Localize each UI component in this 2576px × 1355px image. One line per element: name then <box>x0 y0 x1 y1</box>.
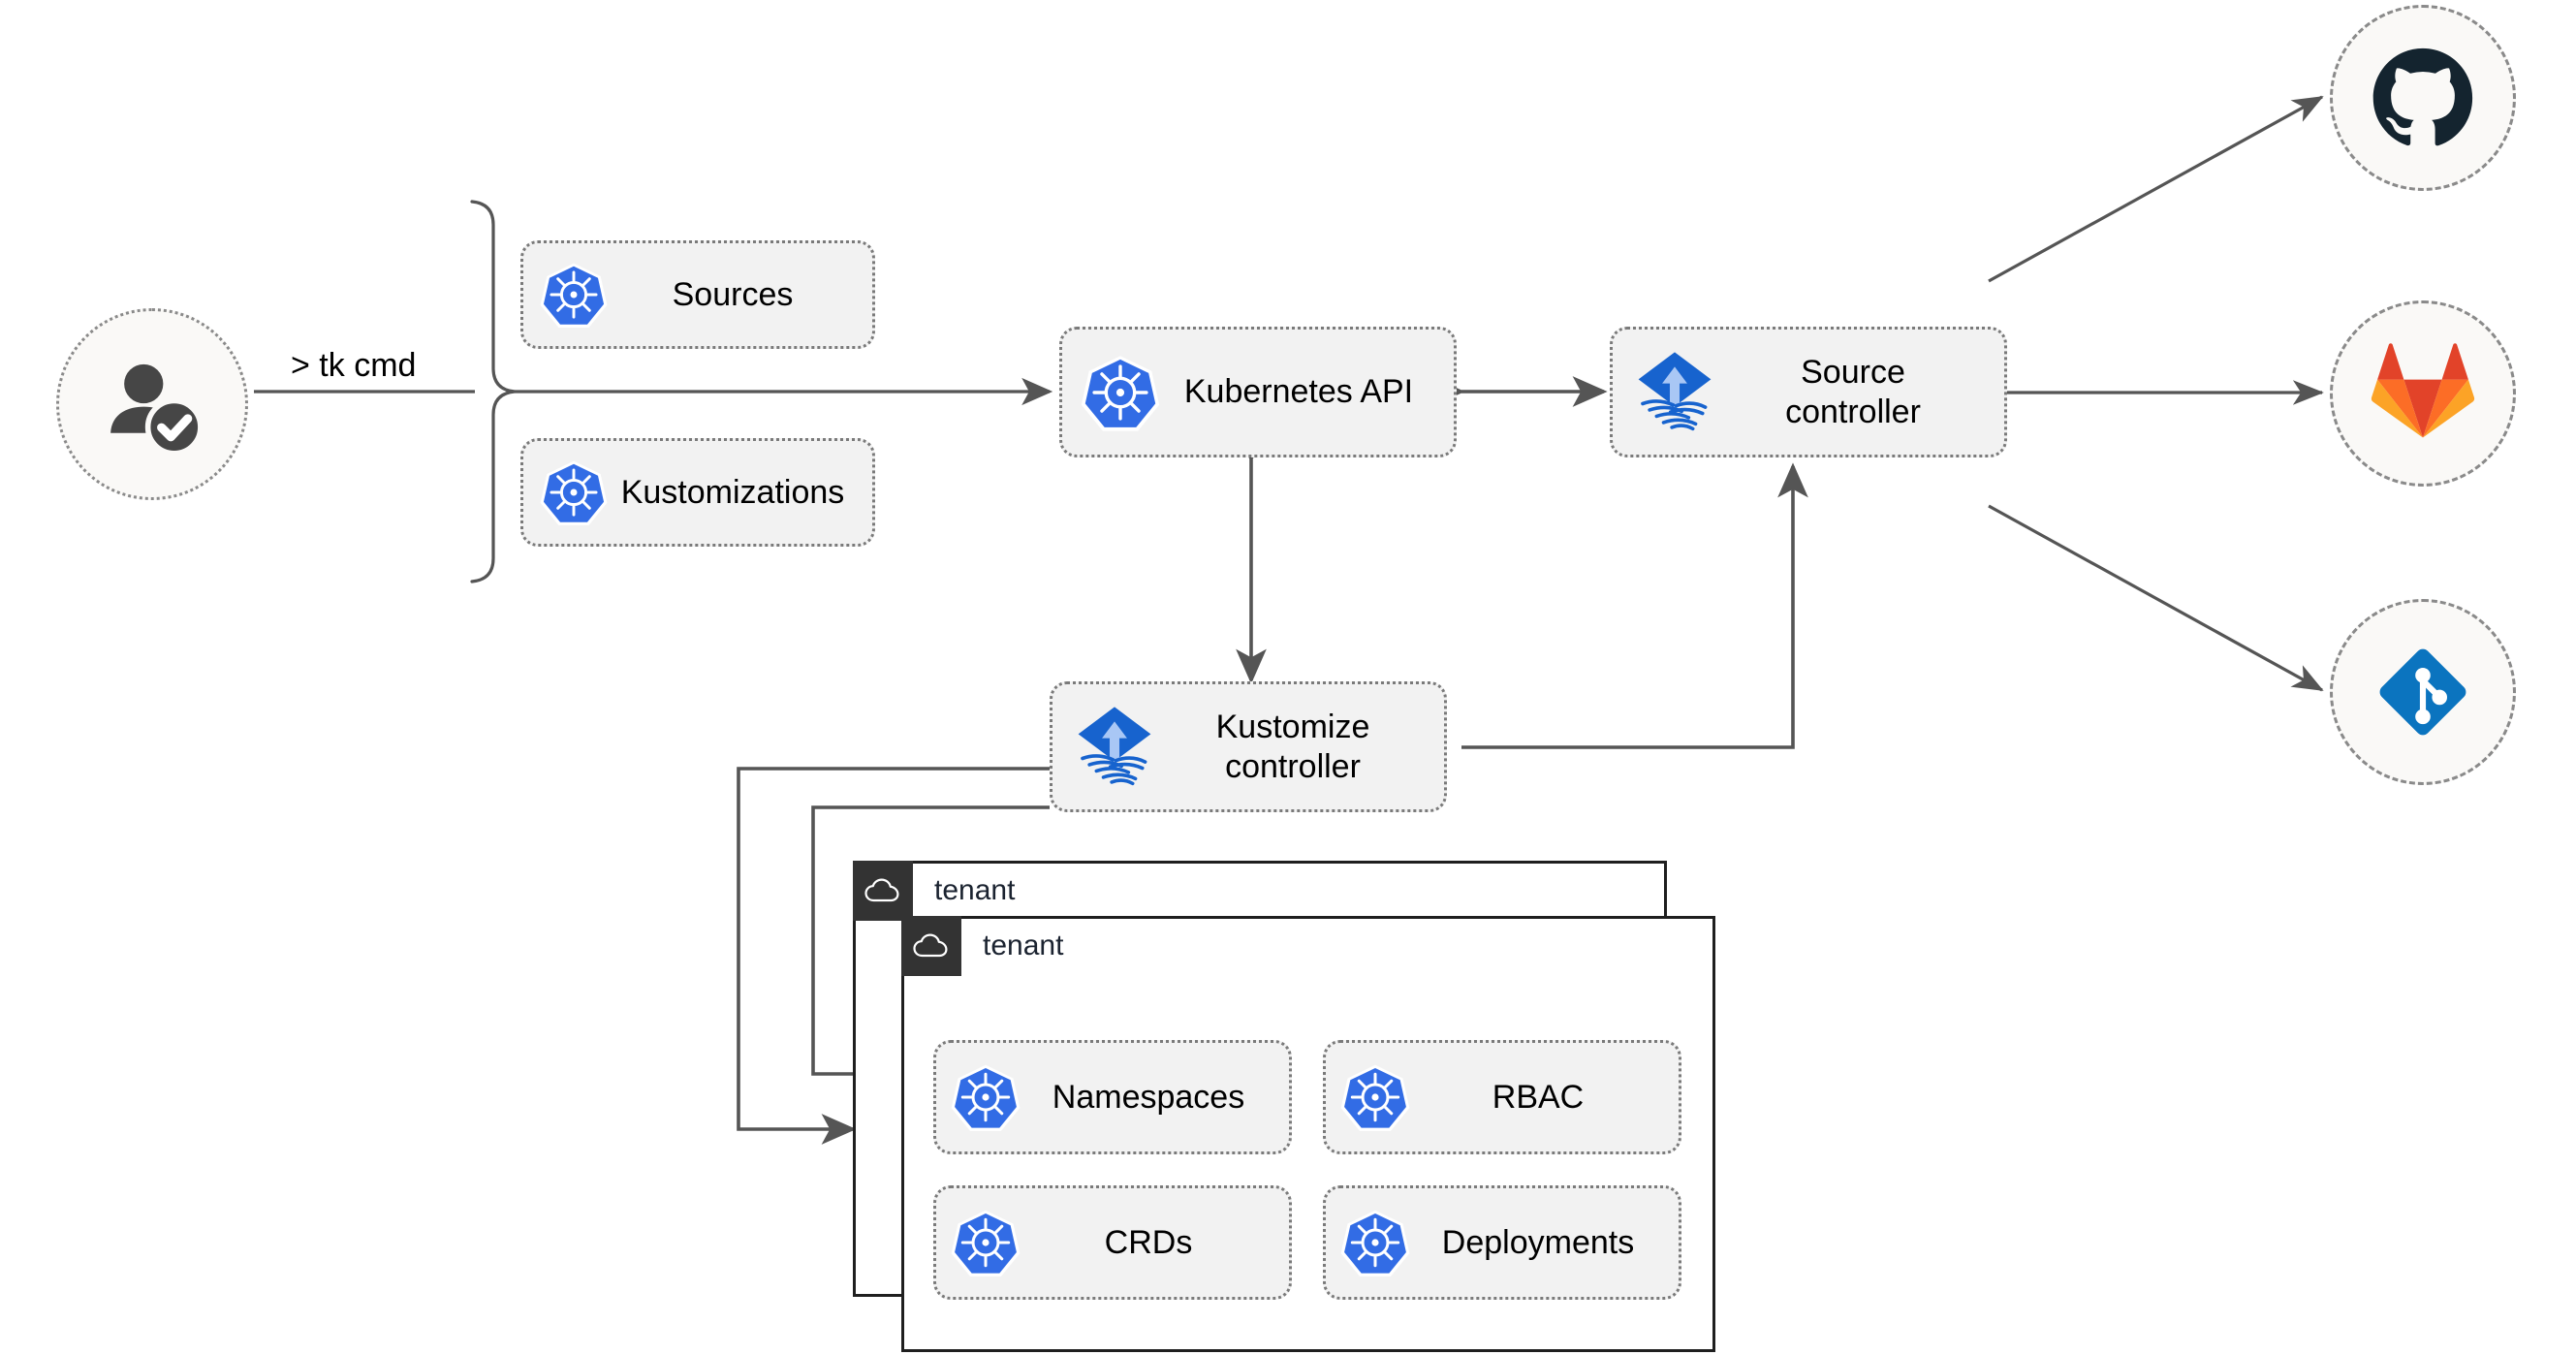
source-controller-node[interactable]: Source controller <box>1610 327 2007 457</box>
provider-azure-devops[interactable] <box>2330 599 2516 785</box>
kubernetes-icon <box>950 1061 1021 1133</box>
tenant-name: tenant <box>934 874 1016 906</box>
kubernetes-icon <box>1339 1061 1411 1133</box>
tenant-titlebar: tenant <box>901 916 1063 976</box>
kubernetes-icon <box>1339 1207 1411 1278</box>
kustomize-controller-label: Kustomize controller <box>1215 709 1370 785</box>
tenant-name: tenant <box>983 930 1064 961</box>
tenant-resource-crds[interactable]: CRDs <box>933 1185 1292 1300</box>
tenant-titlebar: tenant <box>853 861 1015 921</box>
flux-icon <box>1630 348 1719 437</box>
cloud-icon <box>853 861 913 921</box>
tenant-resource-rbac[interactable]: RBAC <box>1323 1040 1681 1154</box>
tenant-resource-label: Namespaces <box>1052 1078 1245 1116</box>
kubernetes-icon <box>950 1207 1021 1278</box>
command-label: > tk cmd <box>291 347 417 384</box>
tenant-resource-label: CRDs <box>1104 1223 1193 1261</box>
source-controller-label: Source controller <box>1785 354 1921 430</box>
cloud-icon <box>901 916 961 976</box>
kubernetes-icon <box>1080 352 1161 433</box>
resource-kustomizations[interactable]: Kustomizations <box>520 438 875 547</box>
user-check-icon <box>110 363 204 457</box>
tenant-resource-label: Deployments <box>1441 1223 1635 1261</box>
resource-sources[interactable]: Sources <box>520 240 875 349</box>
wire-source-controller-to-azure <box>1988 504 2324 692</box>
resource-brace <box>470 200 516 583</box>
kubernetes-icon <box>539 457 609 527</box>
tenant-resource-deployments[interactable]: Deployments <box>1323 1185 1681 1300</box>
user-actor[interactable] <box>56 308 248 500</box>
tenant-window-2[interactable]: tenant Namespaces <box>901 916 1715 1352</box>
flux-icon <box>1070 703 1159 792</box>
tenant-resource-label: RBAC <box>1492 1078 1585 1116</box>
provider-github[interactable] <box>2330 5 2516 191</box>
resource-label: Sources <box>672 275 794 313</box>
kustomize-controller-node[interactable]: Kustomize controller <box>1050 681 1447 812</box>
resource-label: Kustomizations <box>620 473 845 511</box>
gitlab-icon <box>2371 343 2475 438</box>
kubernetes-api-label: Kubernetes API <box>1183 373 1414 411</box>
provider-gitlab[interactable] <box>2330 300 2516 487</box>
tenant-resource-namespaces[interactable]: Namespaces <box>933 1040 1292 1154</box>
github-icon <box>2372 47 2473 146</box>
wire-source-controller-to-github <box>1988 95 2324 283</box>
kubernetes-icon <box>539 260 609 330</box>
wire-kustomize-to-source-controller <box>1461 462 1808 749</box>
azure-devops-git-icon <box>2379 648 2466 736</box>
kubernetes-api-node[interactable]: Kubernetes API <box>1059 327 1457 457</box>
